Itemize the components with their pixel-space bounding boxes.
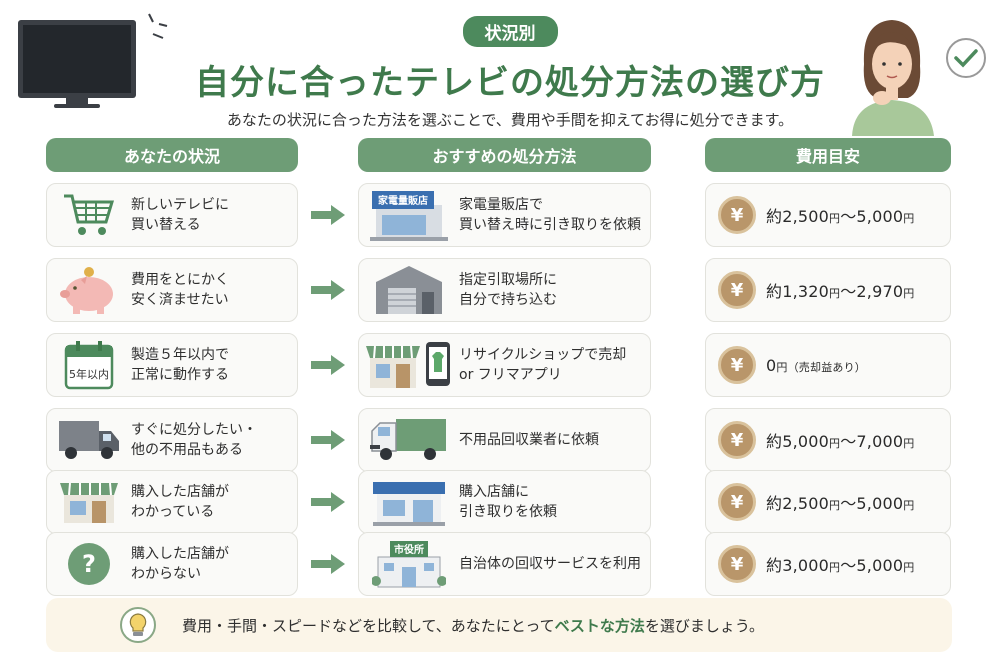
situation-card: 購入した店舗が わかっている [46,470,298,534]
method-card: 指定引取場所に 自分で持ち込む [358,258,651,322]
method-card: 不用品回収業者に依頼 [358,408,651,472]
footer-highlight: ベストな方法 [554,616,645,635]
situation-badge: 状況別 [462,16,558,47]
page-subtitle: あなたの状況に合った方法を選ぶことで、費用や手間を抑えてお得に処分できます。 [226,111,794,129]
column-header-situation: あなたの状況 [46,138,298,172]
method-line: 不用品回収業者に依頼 [459,432,599,448]
yen-icon: ¥ [718,196,756,234]
situation-line: 安く済ませたい [131,292,229,308]
method-line: 引き取りを依頼 [459,504,557,520]
cost-value: 約1,320円～2,970円 [766,282,915,301]
method-card: リサイクルショップで売却 or フリマアプリ [358,333,651,397]
situation-line: 新しいテレビに [131,197,229,213]
situation-card: 5年以内 製造５年以内で 正常に動作する [46,333,298,397]
method-line: 家電量販店で [459,197,543,213]
truck-icon [59,421,119,459]
arrow-right-icon [311,355,345,375]
shopping-cart-icon [64,194,115,235]
arrow-right-icon [311,430,345,450]
cost-value: 約3,000円～5,000円 [766,556,915,575]
lightbulb-icon [120,607,156,643]
store-icon [60,482,118,523]
warehouse-icon [376,266,442,314]
footer-text: 費用・手間・スピードなどを比較して、あなたにとってベストな方法を選びましょう。 [182,616,765,635]
retail-store-icon [373,482,445,526]
question-icon: ? [68,543,110,585]
cost-value: 約2,500円～5,000円 [766,207,915,226]
method-line: 自分で持ち込む [459,292,557,308]
arrow-right-icon [311,205,345,225]
sparkle-icon [148,13,168,39]
tv-icon [18,20,136,108]
table-row: 費用をとにかく 安く済ませたい 指定引取場所に 自分で持ち込む ¥ 約1,320… [0,258,1000,322]
method-card: 購入店舗に 引き取りを依頼 [358,470,651,534]
calendar-icon: 5年以内 [64,341,114,390]
store-sign-text: 家電量販店 [378,194,428,207]
cost-card: ¥ 0円（売却益あり） [705,333,951,397]
cost-card: ¥ 約2,500円～5,000円 [705,183,951,247]
collection-truck-icon [370,419,446,460]
arrow-right-icon [311,280,345,300]
situation-line: 費用をとにかく [131,272,229,288]
yen-icon: ¥ [718,346,756,384]
method-card: 家電量販店 家電量販店で 買い替え時に引き取りを依頼 [358,183,651,247]
situation-line: 買い替える [131,217,201,233]
yen-icon: ¥ [718,483,756,521]
table-row: 新しいテレビに 買い替える 家電量販店 家電量販店で 買い替え時に引き取りを依頼… [0,183,1000,247]
arrow-right-icon [311,554,345,574]
arrow-right-icon [311,492,345,512]
cost-card: ¥ 約2,500円～5,000円 [705,470,951,534]
cost-card: ¥ 約5,000円～7,000円 [705,408,951,472]
cost-card: ¥ 約3,000円～5,000円 [705,532,951,596]
yen-icon: ¥ [718,545,756,583]
woman-thinking-illustration [852,20,934,136]
yen-icon: ¥ [718,271,756,309]
city-hall-sign-text: 市役所 [394,543,424,556]
situation-card: ? 購入した店舗が わからない [46,532,298,596]
situation-line: わかっている [131,504,215,520]
method-card: 市役所 自治体の回収サービスを利用 [358,532,651,596]
yen-icon: ¥ [718,421,756,459]
situation-line: 正常に動作する [131,367,229,383]
city-hall-icon: 市役所 [372,541,446,588]
method-line: 自治体の回収サービスを利用 [459,556,641,572]
method-line: 買い替え時に引き取りを依頼 [459,217,641,233]
situation-card: 新しいテレビに 買い替える [46,183,298,247]
table-row: 購入した店舗が わかっている 購入店舗に 引き取りを依頼 ¥ 約2,500円～5… [0,470,1000,534]
situation-line: わからない [131,566,201,582]
footer-tip: 費用・手間・スピードなどを比較して、あなたにとってベストな方法を選びましょう。 [46,598,952,652]
question-mark-text: ? [82,550,96,578]
method-line: or フリマアプリ [459,367,562,383]
method-line: リサイクルショップで売却 [459,347,627,363]
cost-card: ¥ 約1,320円～2,970円 [705,258,951,322]
table-row: 5年以内 製造５年以内で 正常に動作する リサイクルショップで売却 or フリマ… [0,333,1000,397]
situation-card: すぐに処分したい・ 他の不用品もある [46,408,298,472]
situation-line: 購入した店舗が [131,546,229,562]
situation-card: 費用をとにかく 安く済ませたい [46,258,298,322]
calendar-text: 5年以内 [69,367,109,381]
piggy-bank-icon [60,267,113,314]
cost-value: 0円（売却益あり） [766,355,866,375]
electronics-store-icon: 家電量販店 [370,191,448,241]
cost-value: 約5,000円～7,000円 [766,432,915,451]
column-header-cost: 費用目安 [705,138,951,172]
table-row: すぐに処分したい・ 他の不用品もある 不用品回収業者に依頼 ¥ 約5,000円～… [0,408,1000,472]
situation-line: 購入した店舗が [131,484,229,500]
situation-line: 他の不用品もある [131,442,243,458]
method-line: 購入店舗に [459,484,529,500]
header: 状況別 自分に合ったテレビの処分方法の選び方 あなたの状況に合った方法を選ぶこと… [160,16,860,130]
situation-line: 製造５年以内で [131,347,229,363]
shop-and-phone-icon [366,342,450,388]
situation-line: すぐに処分したい・ [131,422,257,438]
column-header-method: おすすめの処分方法 [358,138,651,172]
page-title: 自分に合ったテレビの処分方法の選び方 [195,63,825,103]
method-line: 指定引取場所に [459,272,557,288]
cost-value: 約2,500円～5,000円 [766,494,915,513]
table-row: ? 購入した店舗が わからない 市役所 自治体の回収サービスを利用 ¥ 約3,0… [0,532,1000,596]
check-bubble-icon [946,38,986,78]
